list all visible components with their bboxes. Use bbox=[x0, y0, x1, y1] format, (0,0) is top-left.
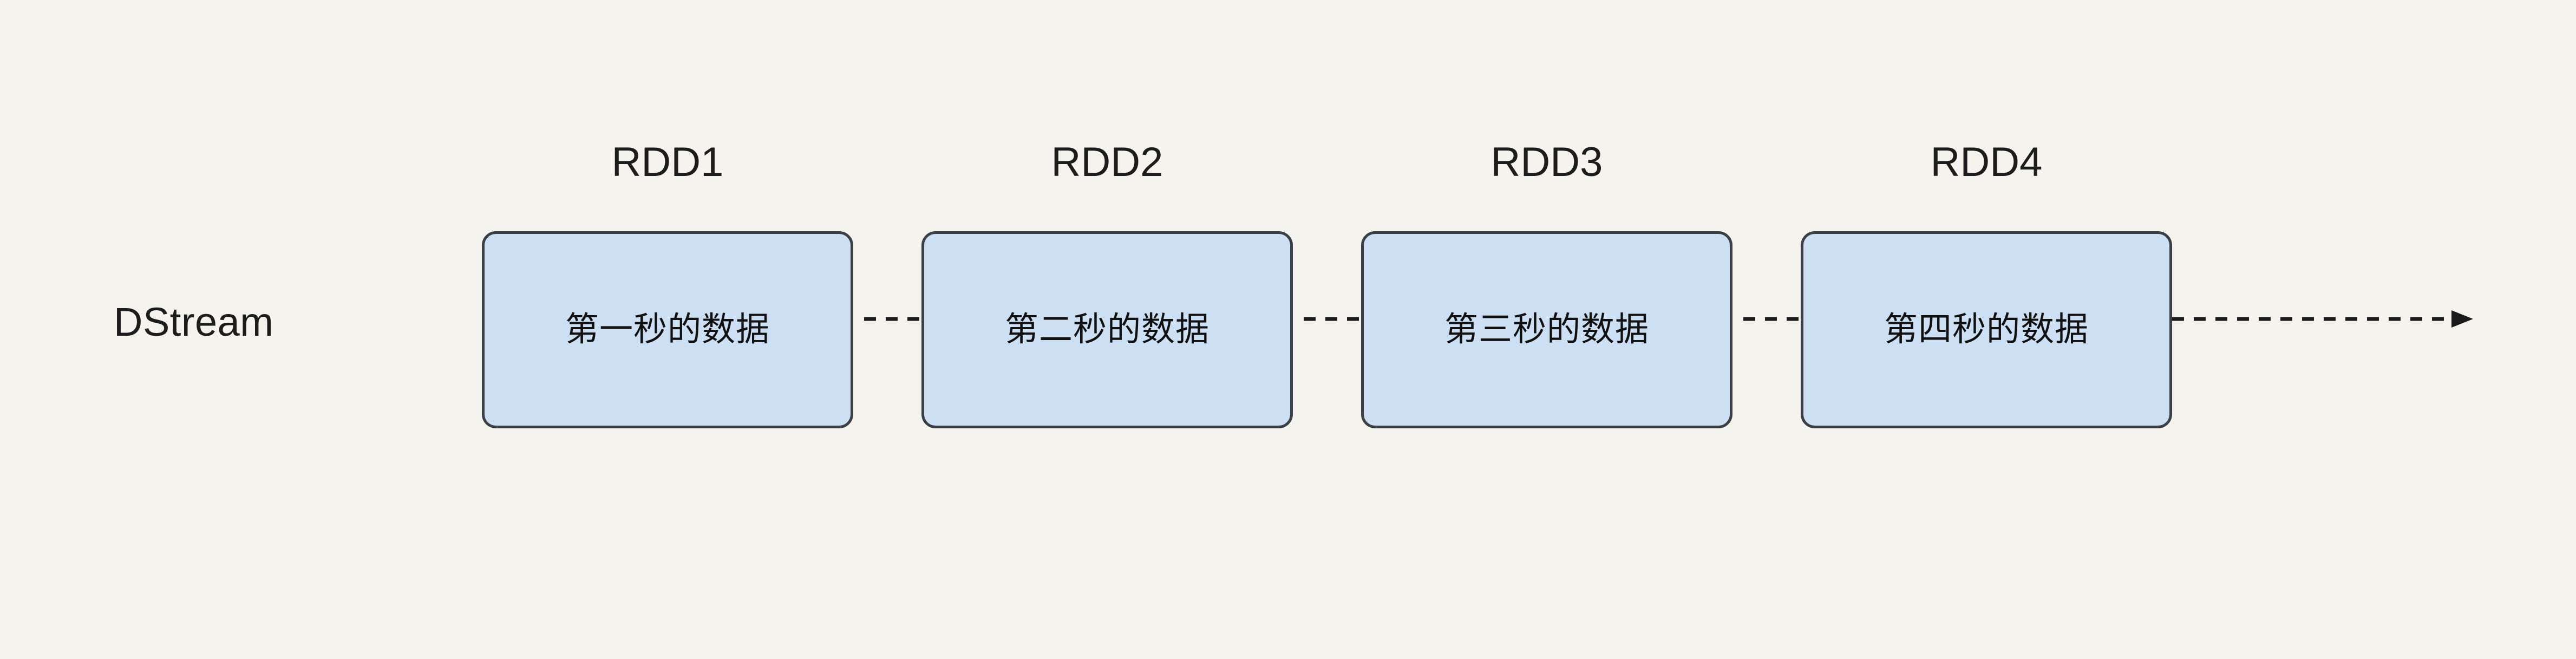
connector-rdd4-to-continuation bbox=[2172, 310, 2475, 328]
rdd-box-3[interactable]: 第三秒的数据 bbox=[1361, 231, 1732, 428]
connector-rdd3-to-rdd4 bbox=[1743, 316, 1804, 322]
rdd-box-text-3: 第三秒的数据 bbox=[1444, 311, 1649, 348]
rdd-caption-4: RDD4 bbox=[1930, 139, 2043, 185]
dstream-row-label: DStream bbox=[114, 299, 274, 344]
rdd-box-text-2: 第二秒的数据 bbox=[1004, 311, 1209, 348]
connector-rdd2-to-rdd3 bbox=[1304, 316, 1364, 322]
rdd-box-text-4: 第四秒的数据 bbox=[1884, 311, 2089, 348]
rdd-box-1[interactable]: 第一秒的数据 bbox=[482, 231, 853, 428]
rdd-node-3: RDD3 第三秒的数据 bbox=[1355, 138, 1739, 441]
rdd-node-4: RDD4 第四秒的数据 bbox=[1794, 138, 2179, 441]
rdd-node-1: RDD1 第一秒的数据 bbox=[475, 138, 860, 441]
rdd-caption-2: RDD2 bbox=[1051, 139, 1163, 185]
connector-rdd1-to-rdd2 bbox=[864, 316, 925, 322]
rdd-node-2: RDD2 第二秒的数据 bbox=[915, 138, 1299, 441]
arrowhead-icon bbox=[2451, 310, 2473, 328]
rdd-box-4[interactable]: 第四秒的数据 bbox=[1801, 231, 2172, 428]
rdd-caption-1: RDD1 bbox=[611, 139, 724, 185]
rdd-box-2[interactable]: 第二秒的数据 bbox=[921, 231, 1293, 428]
rdd-box-text-1: 第一秒的数据 bbox=[565, 311, 770, 348]
rdd-caption-3: RDD3 bbox=[1490, 139, 1603, 185]
